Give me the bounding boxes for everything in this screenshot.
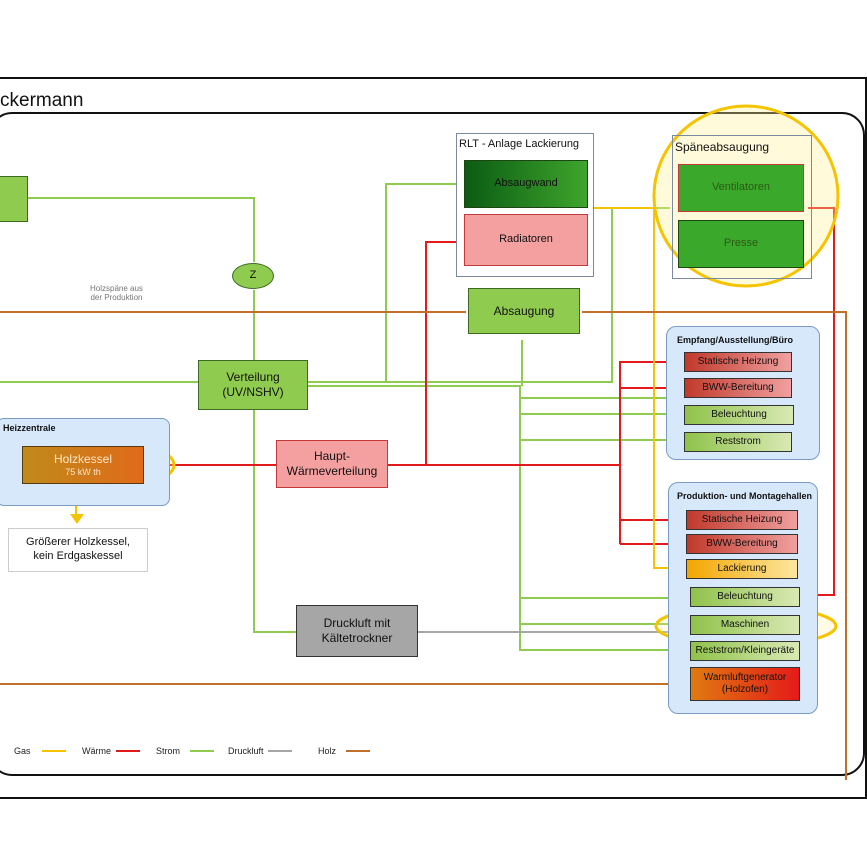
empfang-bww-bereitung: BWW-Bereitung <box>684 378 792 398</box>
spaeneabsaugung-title: Späneabsaugung <box>675 140 770 154</box>
legend-holz: Holz <box>318 746 337 756</box>
outer-frame <box>0 77 867 799</box>
druckluft-box: Druckluft mit Kältetrockner <box>296 605 418 657</box>
holzspaene-note: Holzspäne aus der Produktion <box>90 284 143 302</box>
produktion-maschinen: Maschinen <box>690 615 800 635</box>
verteilung-box: Verteilung (UV/NSHV) <box>198 360 308 410</box>
absaugung-box: Absaugung <box>468 288 580 334</box>
produktion-title: Produktion- und Montagehallen <box>677 491 812 501</box>
legend-strom: Strom <box>156 746 181 756</box>
empfang-statische-heizung: Statische Heizung <box>684 352 792 372</box>
empfang-reststrom: Reststrom <box>684 432 792 452</box>
produktion-reststrom: Reststrom/Kleingeräte <box>690 641 800 661</box>
presse-box: Presse <box>678 220 804 268</box>
produktion-beleuchtung: Beleuchtung <box>690 587 800 607</box>
radiatoren-box: Radiatoren <box>464 214 588 266</box>
source-box <box>0 176 28 222</box>
haupt-waermeverteilung-box: Haupt- Wärmeverteilung <box>276 440 388 488</box>
heizzentrale-title: Heizzentrale <box>3 423 56 433</box>
absaugwand-box: Absaugwand <box>464 160 588 208</box>
ventilatoren-box: Ventilatoren <box>678 164 804 212</box>
produktion-warmluftgenerator: Warmluftgenerator (Holzofen) <box>690 667 800 701</box>
holzkessel-power: 75 kW th <box>65 466 101 477</box>
arrow-down-icon <box>70 514 84 524</box>
empfang-beleuchtung: Beleuchtung <box>684 405 794 425</box>
holzkessel-label: Holzkessel <box>53 451 113 466</box>
spaeneabsaugung-panel: Späneabsaugung <box>672 135 812 279</box>
legend-waerme: Wärme <box>82 746 111 756</box>
z-node: Z <box>232 263 274 289</box>
holzkessel-box: Holzkessel 75 kW th <box>22 446 144 484</box>
produktion-bww-bereitung: BWW-Bereitung <box>686 534 798 554</box>
legend-druckluft: Druckluft <box>228 746 264 756</box>
page-title: ckermann <box>0 90 84 111</box>
strom-lines <box>0 183 688 651</box>
rlt-title: RLT - Anlage Lackierung <box>459 138 580 150</box>
legend-gas: Gas <box>14 746 31 756</box>
produktion-lackierung: Lackierung <box>686 559 798 579</box>
waerme-lines <box>170 207 835 596</box>
empfang-title: Empfang/Ausstellung/Büro <box>677 335 794 345</box>
produktion-statische-heizung: Statische Heizung <box>686 510 798 530</box>
inner-frame <box>0 112 865 776</box>
holz-lines <box>0 311 847 780</box>
groesserer-holzkessel-note: Größerer Holzkessel, kein Erdgaskessel <box>8 528 148 572</box>
